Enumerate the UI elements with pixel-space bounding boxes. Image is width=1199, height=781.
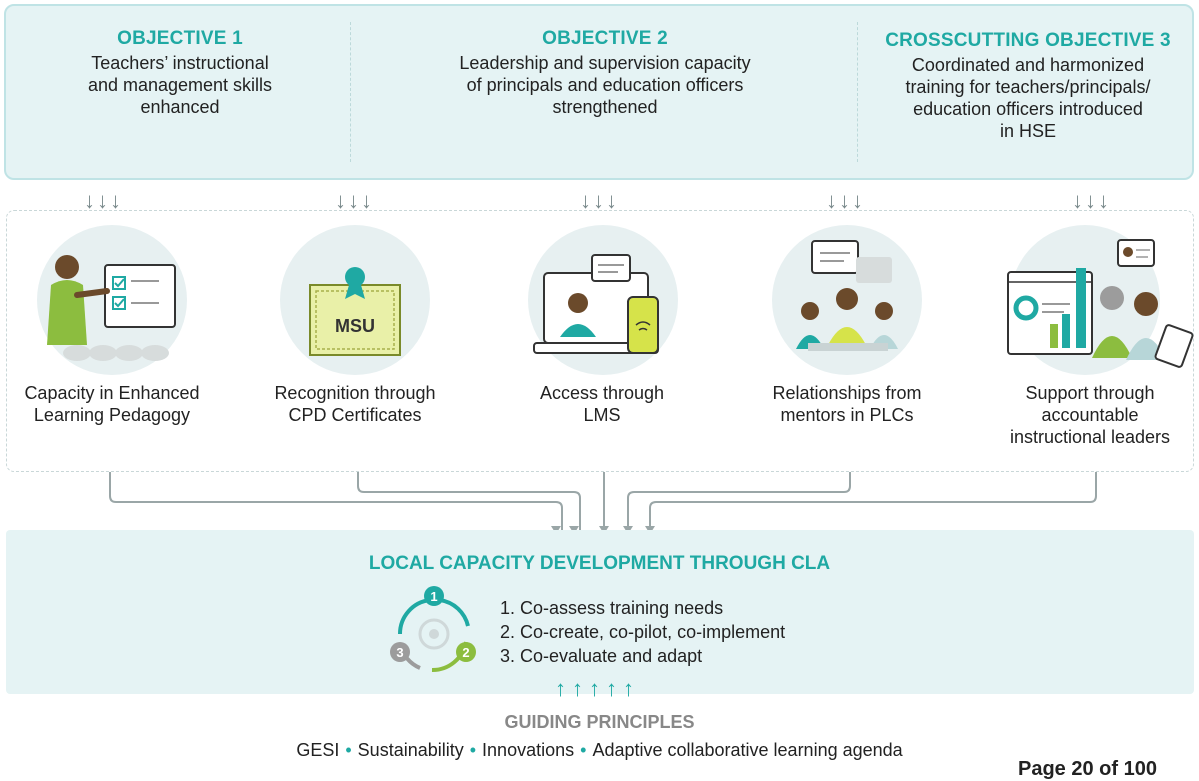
objective-text: Leadership and supervision capacity of p… [459, 53, 751, 117]
area-label: Support through accountable instructiona… [1009, 383, 1171, 447]
certificate-badge-text: MSU [335, 316, 375, 336]
objective-text: Coordinated and harmonized training for … [905, 55, 1151, 141]
cla-step: 3. Co-evaluate and adapt [500, 646, 703, 666]
areas-panel [6, 210, 1194, 472]
guiding-principles-list: GESI•Sustainability•Innovations•Adaptive… [296, 740, 903, 760]
objectives-panel [4, 4, 1194, 180]
objective-text: Teachers’ instructional and management s… [87, 53, 273, 117]
objective-title: CROSSCUTTING OBJECTIVE 3 [885, 30, 1171, 51]
guiding-principles-title: GUIDING PRINCIPLES [504, 712, 695, 732]
down-arrows-icon: ↓↓↓ [580, 188, 619, 213]
cycle-icon: 1 2 3 [390, 586, 476, 673]
cla-title: LOCAL CAPACITY DEVELOPMENT THROUGH CLA [368, 553, 831, 574]
mentors-group-icon [796, 240, 898, 351]
cycle-step-number: 2 [462, 645, 469, 660]
area-label: Relationships from mentors in PLCs [772, 383, 922, 425]
certificate-icon: MSU [309, 267, 401, 356]
cycle-step-number: 1 [430, 589, 437, 604]
objective-1: OBJECTIVE 1 Teachers’ instructional and … [40, 28, 320, 118]
down-arrows-icon: ↓↓↓ [84, 188, 123, 213]
area-label: Recognition through CPD Certificates [274, 383, 436, 425]
objective-divider [350, 22, 351, 162]
objective-2: OBJECTIVE 2 Leadership and supervision c… [400, 28, 810, 118]
teacher-illustration-icon [47, 255, 176, 361]
instructional-leaders-icon [1007, 239, 1194, 368]
cla-panel [6, 530, 1194, 694]
cycle-step-number: 3 [396, 645, 403, 660]
objective-title: OBJECTIVE 2 [542, 28, 668, 49]
laptop-lms-icon [533, 254, 659, 354]
up-arrows-icon: ↑↑↑↑↑ [555, 676, 640, 701]
page-number: Page 20 of 100 [1018, 758, 1157, 780]
area-label: Access through LMS [539, 383, 665, 425]
objective-3: CROSSCUTTING OBJECTIVE 3 Coordinated and… [868, 30, 1188, 142]
cla-step: 1. Co-assess training needs [500, 598, 724, 618]
objective-divider [857, 22, 858, 162]
cla-step: 2. Co-create, co-pilot, co-implement [500, 622, 786, 642]
down-arrows-icon: ↓↓↓ [335, 188, 374, 213]
objective-title: OBJECTIVE 1 [117, 28, 243, 49]
area-label: Capacity in Enhanced Learning Pedagogy [24, 383, 200, 425]
connector-lines [109, 472, 1097, 534]
down-arrows-icon: ↓↓↓ [1072, 188, 1111, 213]
cla-steps-list: 1. Co-assess training needs 2. Co-create… [500, 596, 785, 668]
down-arrows-icon: ↓↓↓ [826, 188, 865, 213]
